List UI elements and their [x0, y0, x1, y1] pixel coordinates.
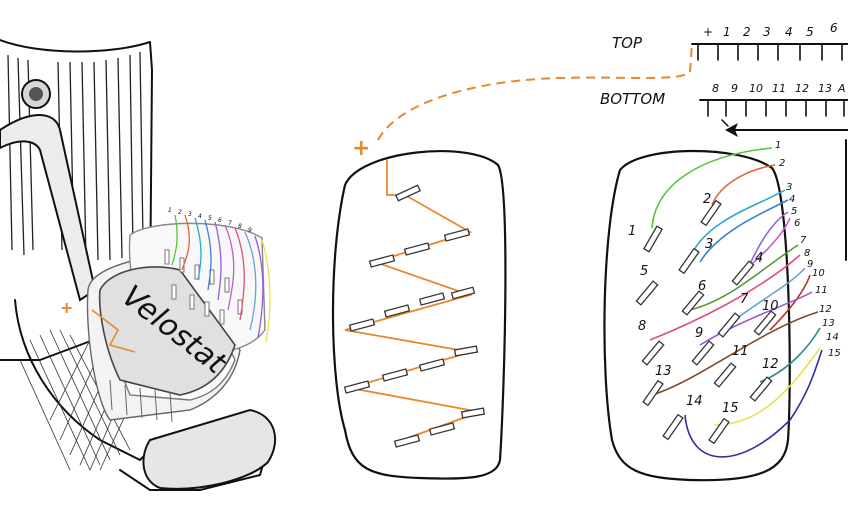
- serpentine-panel: +: [331, 43, 693, 480]
- svg-text:5: 5: [208, 215, 212, 222]
- serpentine-pads: [343, 184, 486, 448]
- wired-pads: [635, 199, 777, 445]
- bottom-pin-11: 11: [772, 82, 786, 95]
- top-pin-3: 3: [763, 25, 771, 39]
- sock-strap: [0, 114, 97, 302]
- velostat-sheet: [98, 266, 236, 396]
- pad-label-3: 3: [705, 237, 713, 252]
- wire-label-3: 3: [786, 182, 792, 193]
- connector-header: TOP BOTTOM + 1 2 3 4 5 6 8 9 10: [600, 21, 848, 261]
- bottom-pin-A: A: [837, 82, 846, 95]
- bottom-row-label: BOTTOM: [600, 90, 665, 108]
- pad-label-2: 2: [703, 192, 711, 207]
- wired-pad-panel: 1 2 3 4 5 6 7 8 9 10 11 12 13 14 15 1 2 …: [603, 140, 841, 482]
- svg-text:1: 1: [168, 207, 172, 214]
- wire-label-6: 6: [794, 218, 800, 229]
- svg-text:3: 3: [188, 211, 192, 218]
- pad-label-1: 1: [628, 224, 636, 239]
- pad-label-13: 13: [655, 364, 672, 379]
- pad-label-7: 7: [740, 292, 749, 307]
- toe-cap: [142, 408, 277, 490]
- pad-label-6: 6: [698, 279, 706, 294]
- dashed-positive-wire: [377, 43, 693, 141]
- wire-label-12: 12: [819, 304, 832, 315]
- wire-label-8: 8: [804, 248, 810, 259]
- bottom-pin-13: 13: [818, 82, 832, 95]
- bottom-pin-8: 8: [712, 82, 719, 95]
- wire-label-13: 13: [822, 318, 835, 329]
- top-row-label: TOP: [612, 34, 643, 52]
- sock-plus-sign: +: [60, 298, 73, 317]
- wire-label-14: 14: [826, 332, 839, 343]
- pad-label-8: 8: [638, 319, 646, 334]
- wire-label-1: 1: [775, 140, 781, 151]
- top-pin-2: 2: [743, 25, 751, 39]
- top-pin-6: 6: [830, 21, 838, 35]
- wire-label-9: 9: [807, 259, 813, 270]
- top-pin-4: 4: [785, 25, 793, 39]
- pad-label-9: 9: [695, 326, 703, 341]
- arrow-icon: [725, 123, 738, 137]
- wire-label-7: 7: [800, 235, 807, 246]
- pad-label-5: 5: [640, 264, 648, 279]
- bottom-pin-12: 12: [795, 82, 809, 95]
- svg-text:4: 4: [198, 213, 202, 220]
- pad-label-15: 15: [722, 401, 739, 416]
- wire-label-15: 15: [828, 348, 841, 359]
- top-pin-plus: +: [703, 25, 713, 39]
- top-pin-5: 5: [806, 25, 814, 39]
- top-pin-1: 1: [723, 25, 731, 39]
- svg-text:7: 7: [228, 220, 232, 227]
- wire-label-11: 11: [815, 285, 828, 296]
- middle-plus-sign: +: [352, 136, 370, 161]
- serpentine-trace: [344, 160, 484, 441]
- pad-label-14: 14: [686, 394, 703, 409]
- svg-text:2: 2: [178, 209, 182, 216]
- wire-label-10: 10: [812, 268, 825, 279]
- wire-label-4: 4: [789, 194, 795, 205]
- bottom-pin-9: 9: [731, 82, 738, 95]
- pad-label-11: 11: [732, 344, 749, 359]
- pad-label-4: 4: [755, 251, 763, 266]
- svg-text:8: 8: [238, 223, 242, 230]
- pad-label-10: 10: [762, 299, 779, 314]
- wire-label-5: 5: [791, 206, 797, 217]
- svg-text:9: 9: [248, 227, 252, 234]
- svg-text:6: 6: [218, 217, 222, 224]
- wire-label-2: 2: [779, 158, 785, 169]
- pad-label-12: 12: [762, 357, 779, 372]
- bottom-pin-10: 10: [749, 82, 763, 95]
